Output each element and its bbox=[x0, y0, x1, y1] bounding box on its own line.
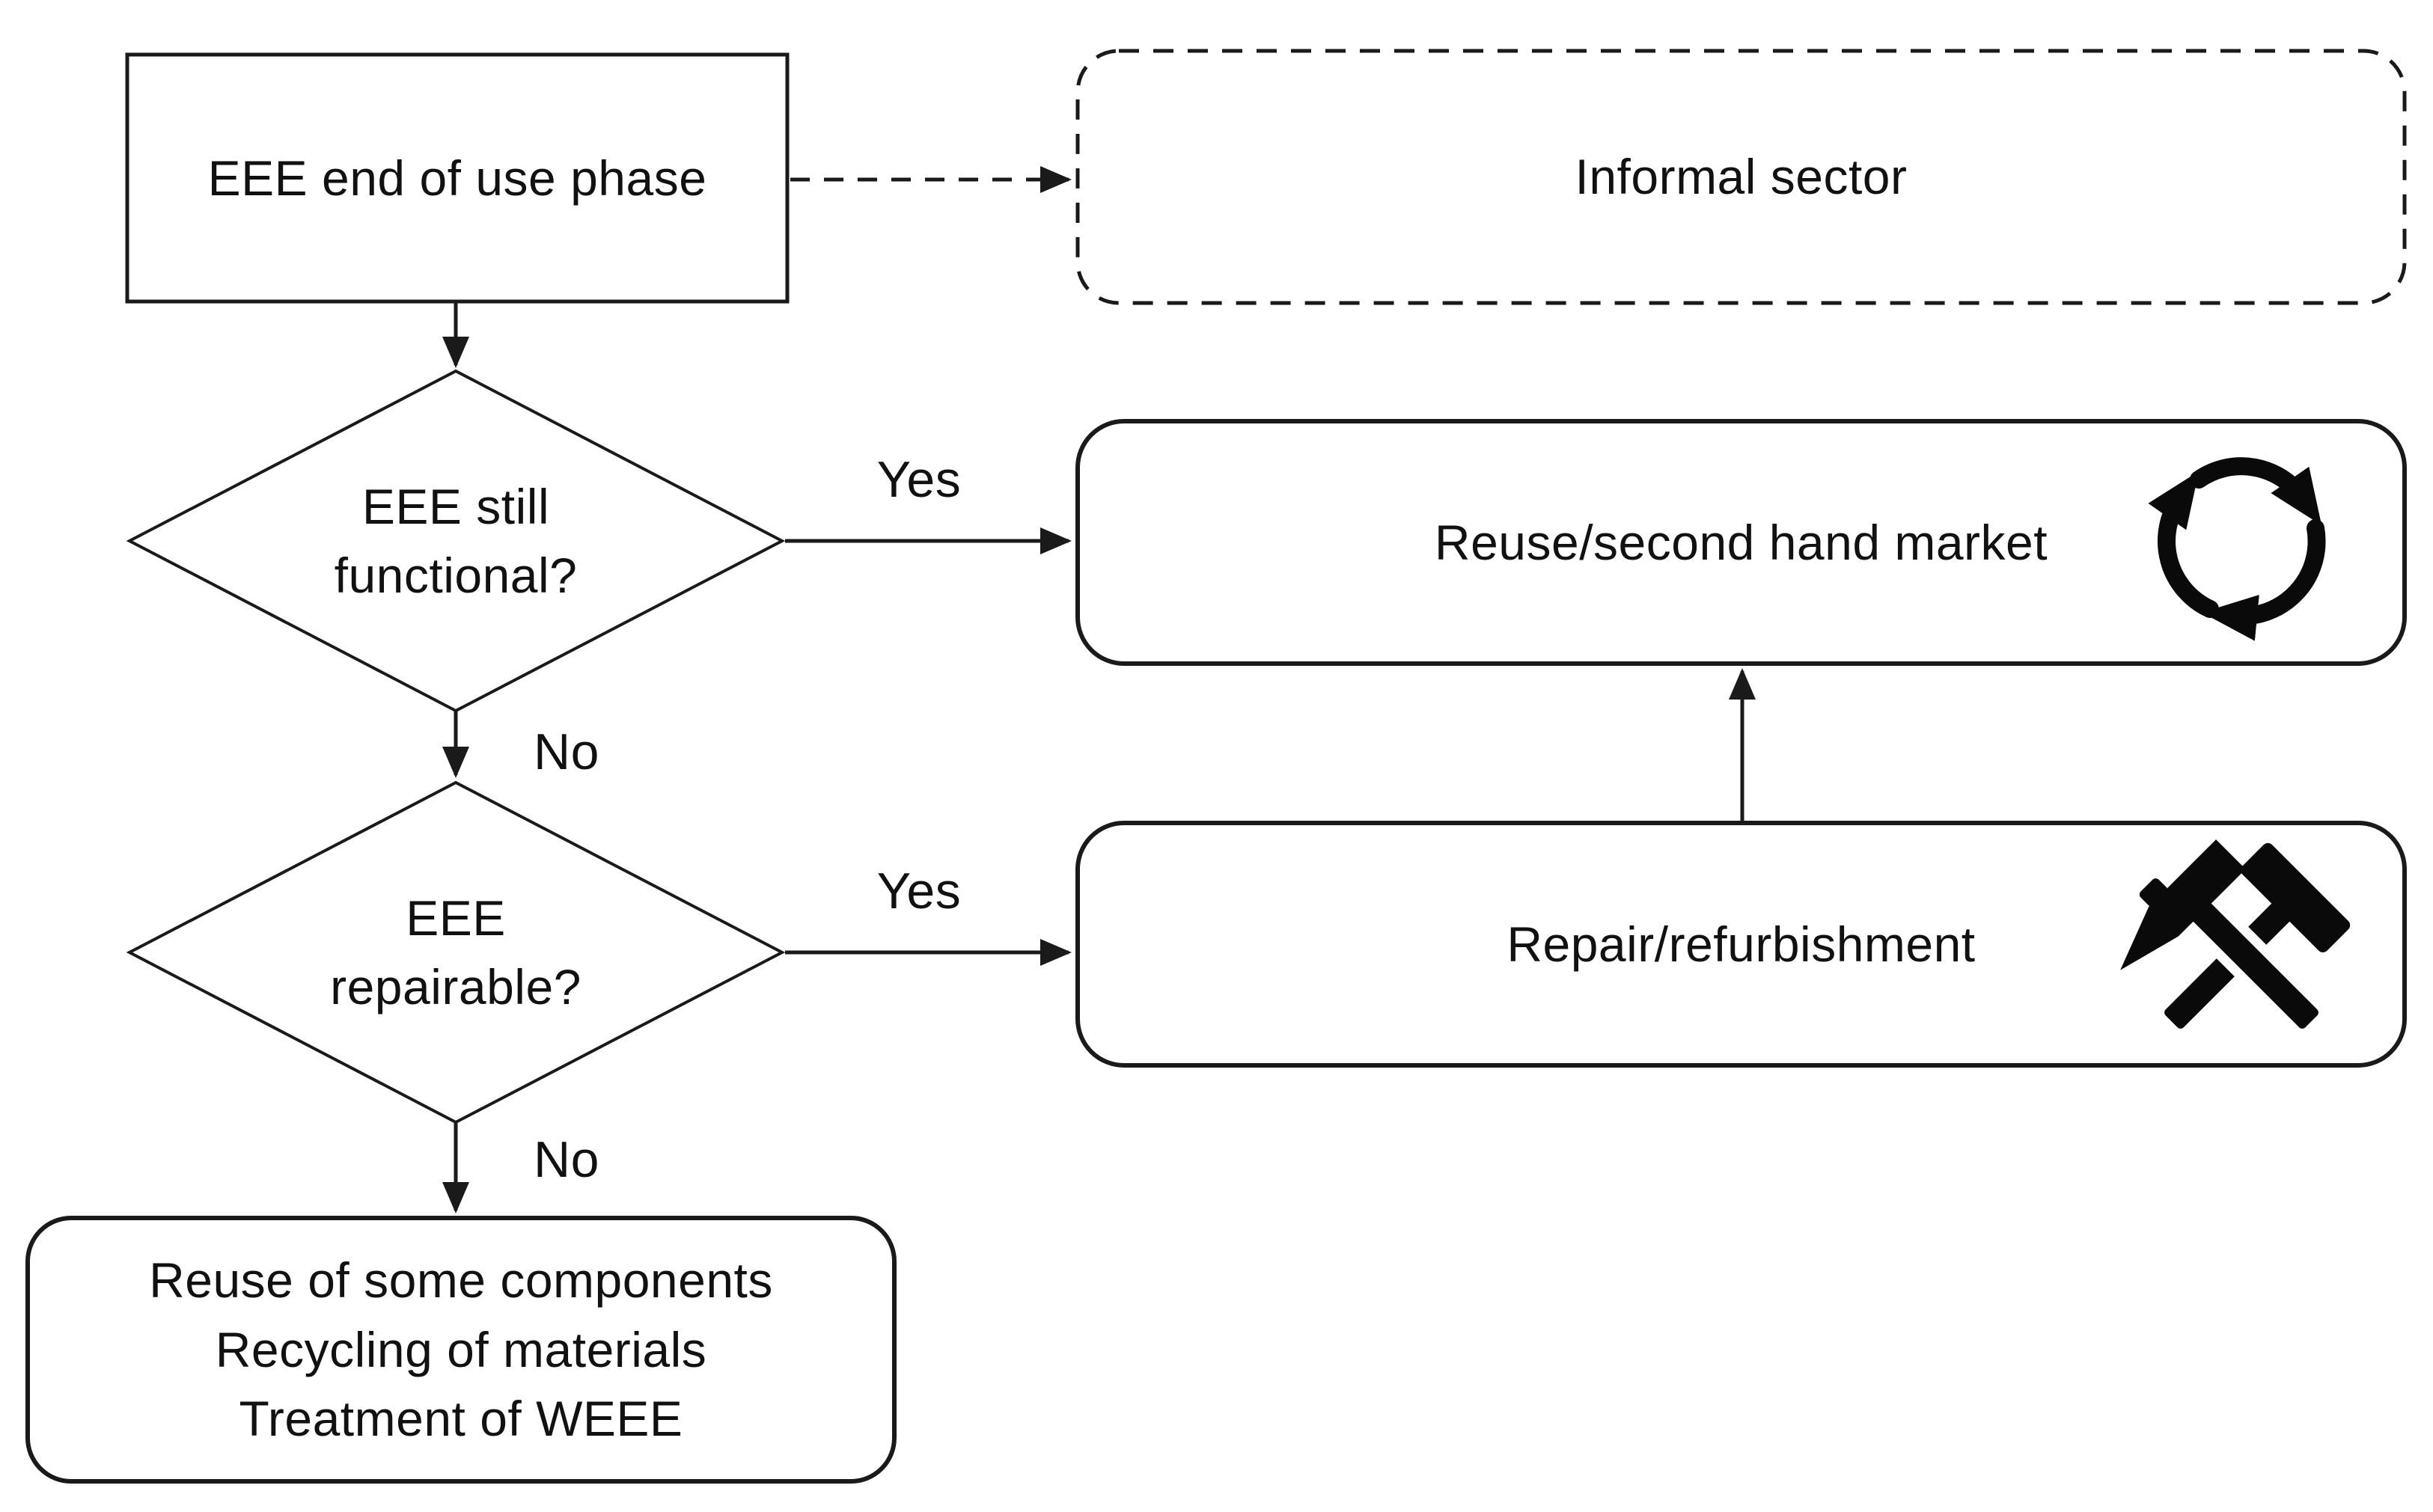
node-treatment-box bbox=[25, 1216, 897, 1484]
edge-label-yes-repairable: Yes bbox=[876, 863, 962, 920]
node-informal-sector-label: Informal sector bbox=[1575, 149, 1908, 205]
edge-label-no-functional: No bbox=[534, 723, 599, 781]
edge-label-yes-functional: Yes bbox=[876, 451, 962, 509]
edge-label-no-repairable: No bbox=[534, 1131, 599, 1189]
node-reuse-label: Reuse/second hand market bbox=[1434, 514, 2048, 570]
node-functional-diamond bbox=[126, 369, 786, 713]
node-repair-box bbox=[1075, 821, 2407, 1068]
cycle-arrows-icon bbox=[2148, 457, 2326, 641]
node-end-of-use-label: EEE end of use phase bbox=[207, 150, 707, 206]
node-repairable-label: EEE repairable? bbox=[330, 890, 581, 1014]
node-reuse-box bbox=[1075, 419, 2407, 666]
node-functional-label: EEE still functional? bbox=[334, 478, 578, 603]
node-informal-sector-box bbox=[1075, 49, 2407, 305]
node-end-of-use-box bbox=[125, 52, 790, 304]
node-repairable-diamond bbox=[126, 780, 786, 1124]
crossed-hammers-icon bbox=[2120, 839, 2351, 1040]
node-treatment-label: Reuse of some components Recycling of ma… bbox=[149, 1252, 773, 1447]
node-repair-label: Repair/refurbishment bbox=[1506, 916, 1976, 972]
flow-connectors bbox=[442, 166, 1756, 1213]
